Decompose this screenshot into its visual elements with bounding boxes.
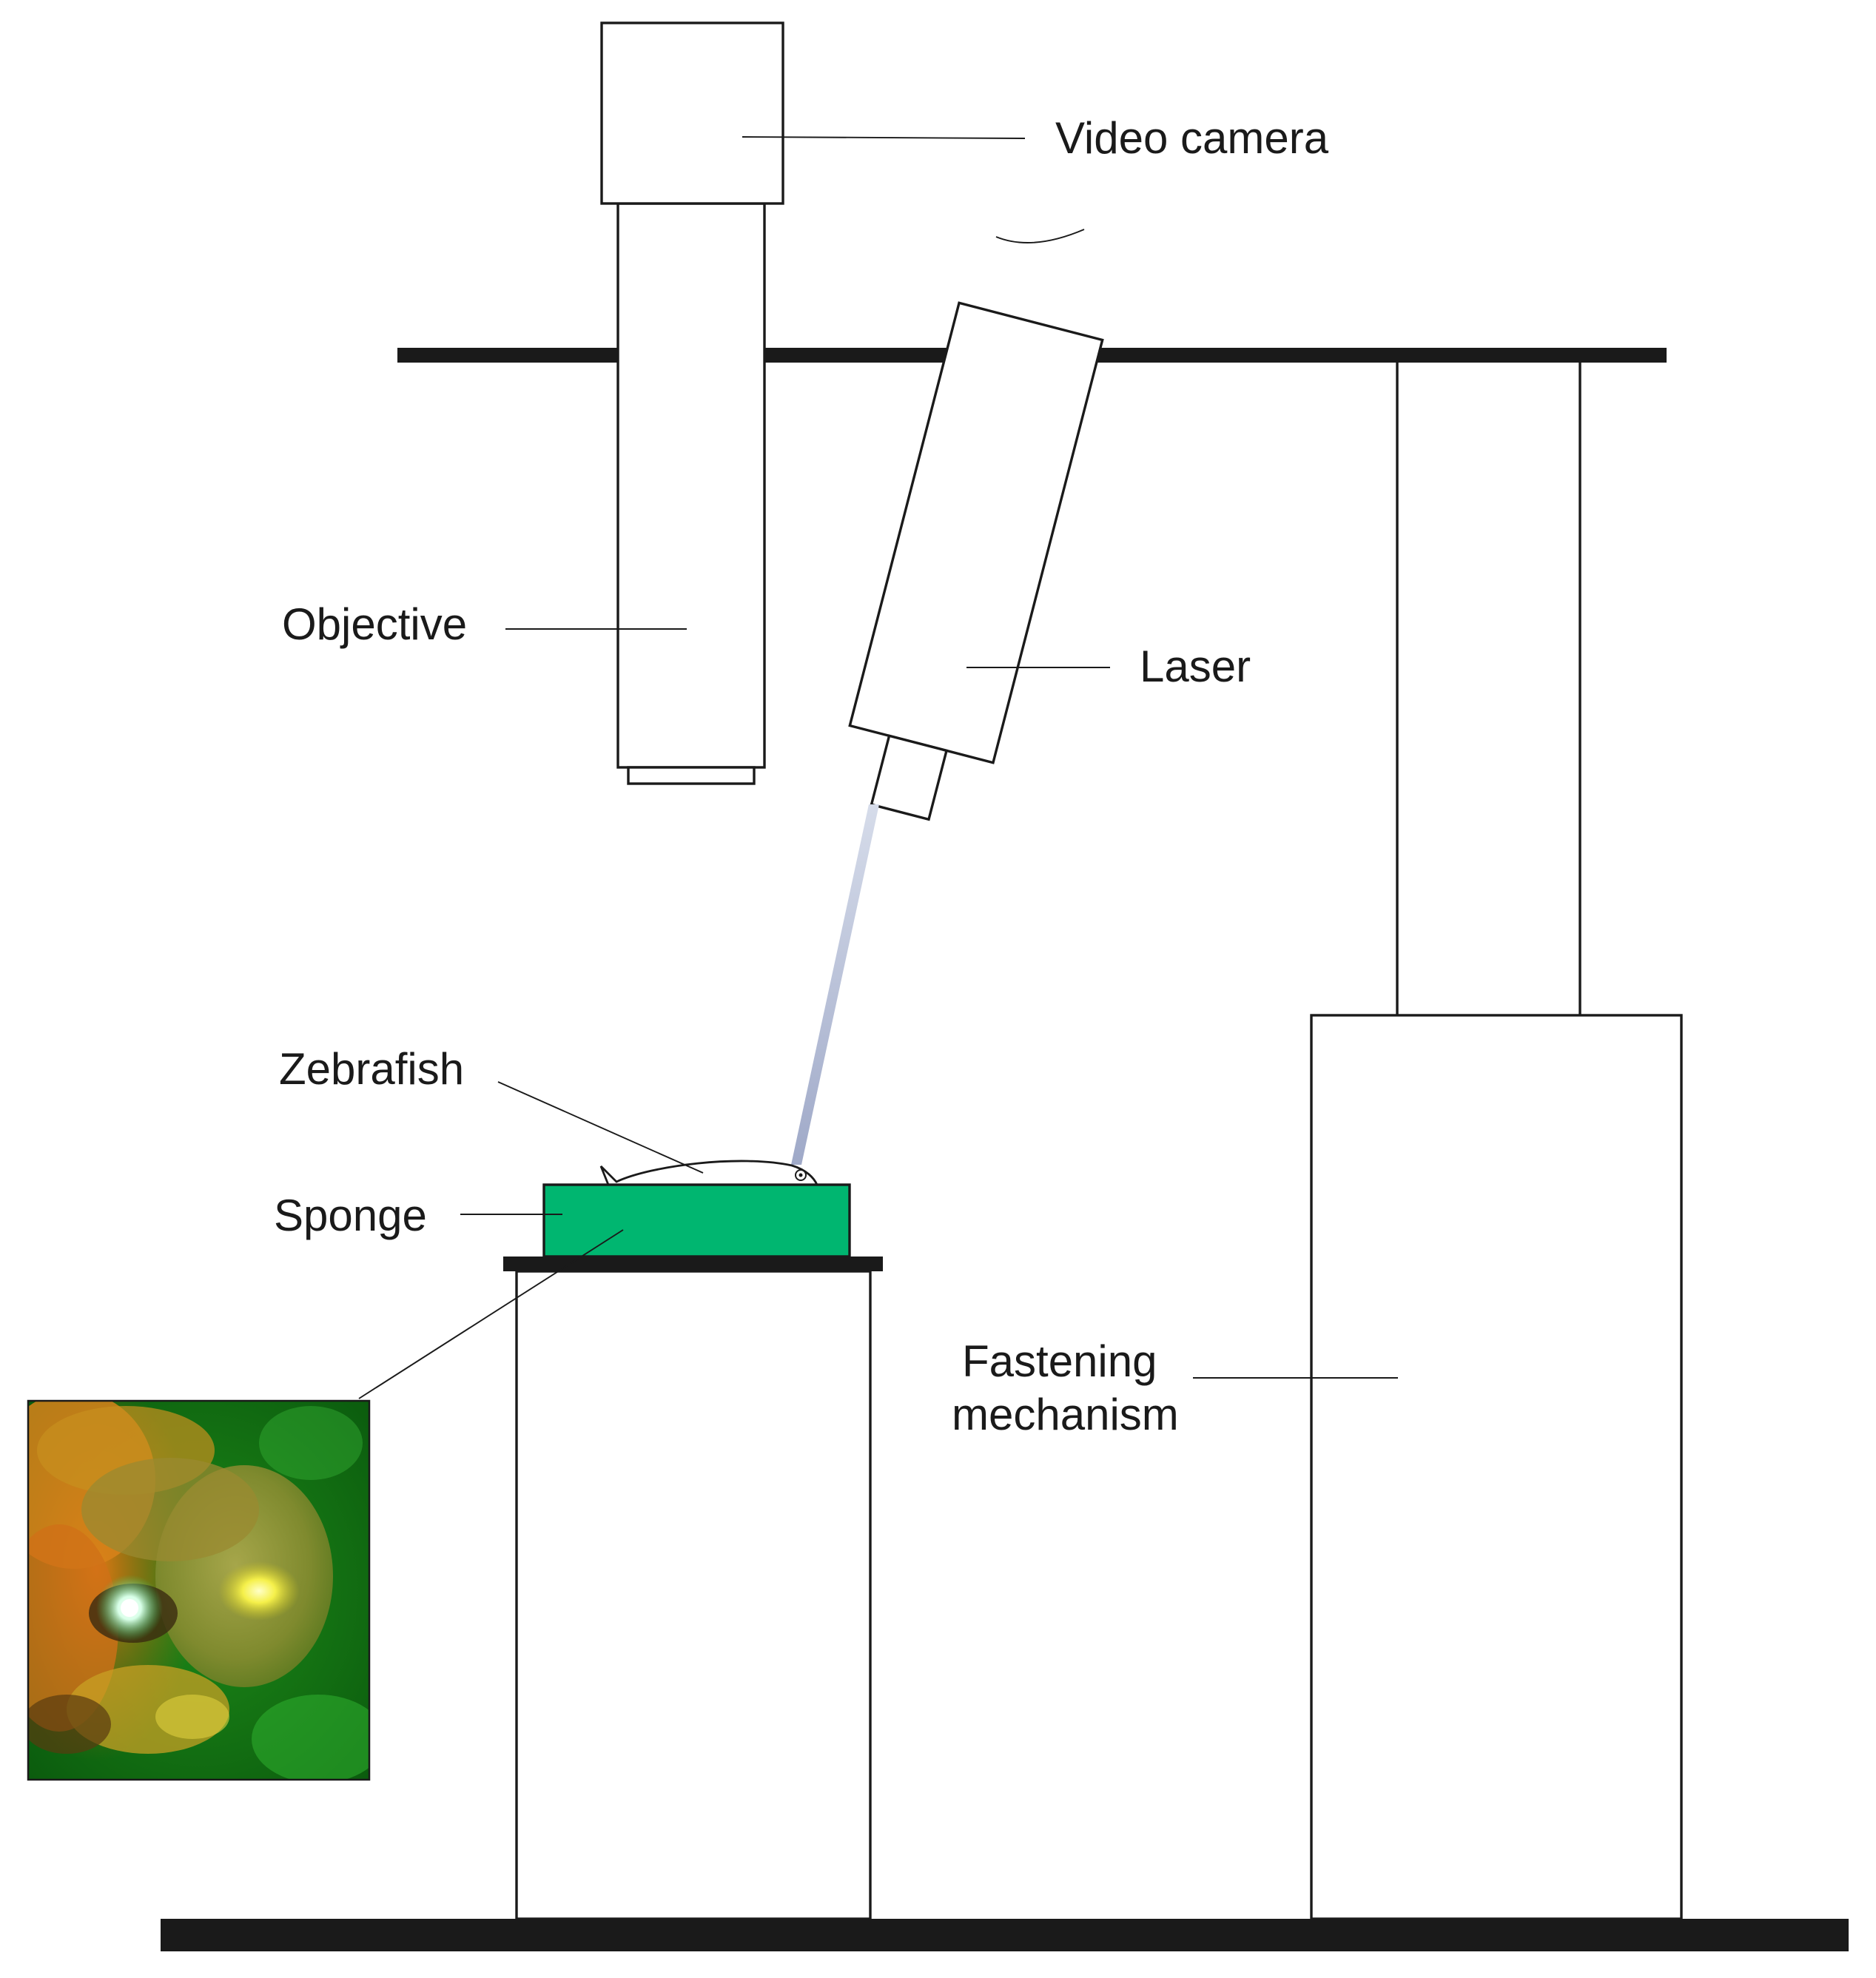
label-fastening-line2: mechanism <box>952 1390 1179 1439</box>
laser-beam <box>791 804 879 1165</box>
label-zebrafish: Zebrafish <box>279 1044 464 1094</box>
label-video-camera: Video camera <box>1055 113 1329 163</box>
zebrafish-leader <box>497 1081 704 1174</box>
video-camera-box <box>600 21 784 205</box>
zebrafish-pupil-icon <box>799 1173 803 1177</box>
video-camera-leader <box>742 136 1026 139</box>
label-sponge: Sponge <box>274 1191 427 1240</box>
fastening-mechanism-box <box>1310 1014 1683 1920</box>
label-laser: Laser <box>1140 642 1251 691</box>
photo-frame <box>27 1399 371 1781</box>
zebrafish <box>599 1160 818 1185</box>
zebrafish-fluorescence-photo <box>28 1401 369 1780</box>
base-bar <box>161 1919 1849 1951</box>
laser-body <box>848 301 1104 764</box>
photo-inset-leader <box>358 1229 624 1399</box>
label-objective: Objective <box>282 599 467 649</box>
stage-platform <box>503 1257 883 1271</box>
objective-tube <box>616 202 766 769</box>
stage-column <box>515 1270 872 1920</box>
objective-lens-tip <box>627 766 756 785</box>
laser-nozzle <box>870 734 949 821</box>
label-fastening-line1: Fastening <box>962 1336 1157 1386</box>
laser-unit <box>848 301 1104 821</box>
sponge-block <box>542 1183 851 1258</box>
stray-arc <box>995 229 1085 243</box>
